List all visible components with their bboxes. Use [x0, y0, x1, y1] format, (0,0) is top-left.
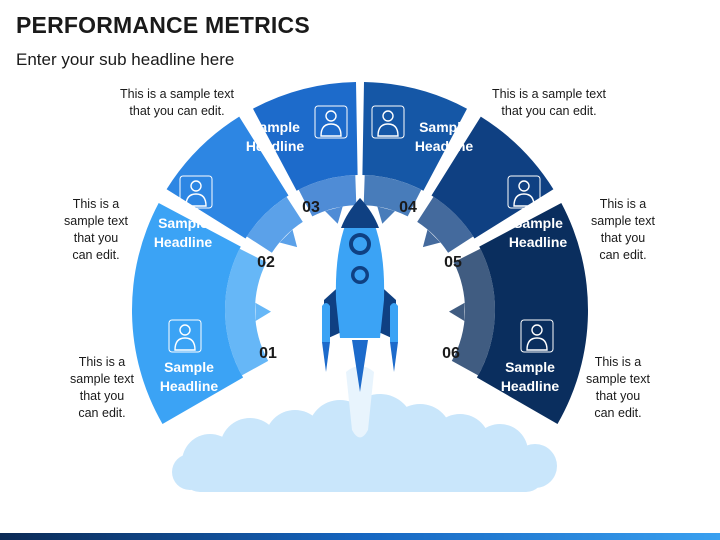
- segment-pointer: [377, 206, 395, 224]
- segment-06: [449, 203, 589, 424]
- side-note-line: that you can edit.: [501, 104, 597, 118]
- rocket-window-top-glass: [353, 237, 367, 251]
- segment-inner-strip: [451, 248, 496, 376]
- side-note-line: that you: [73, 231, 119, 245]
- side-note-line: sample text: [586, 372, 650, 386]
- side-note-line: This is a: [599, 197, 647, 211]
- side-note-02: This is a sample text that you can edit.: [48, 196, 144, 264]
- side-note-line: This is a: [78, 355, 126, 369]
- side-note-line: This is a: [594, 355, 642, 369]
- smoke-clouds: [172, 394, 557, 492]
- side-note-05: This is a sample text that you can edit.: [575, 196, 671, 264]
- booster-flame-left: [322, 342, 330, 372]
- side-note-line: sample text: [591, 214, 655, 228]
- segment-band: [362, 82, 467, 191]
- segment-headline-line1: Sample: [513, 215, 563, 231]
- side-note-line: This is a: [72, 197, 120, 211]
- segment-headline-line2: Headline: [154, 234, 213, 250]
- rocket-nose: [341, 198, 379, 228]
- side-note-line: that you can edit.: [129, 104, 225, 118]
- segment-headline-line1: Sample: [505, 359, 555, 375]
- rocket-illustration: [322, 198, 398, 438]
- segment-band: [253, 82, 358, 191]
- segment-number: 02: [257, 254, 275, 271]
- side-note-line: This is a sample text: [120, 87, 234, 101]
- rocket-booster-right: [390, 303, 398, 342]
- side-note-line: This is a sample text: [492, 87, 606, 101]
- side-note-03: This is a sample text that you can edit.: [92, 86, 262, 120]
- segment-headline-line1: Sample: [419, 119, 469, 135]
- segment-03: [253, 82, 358, 224]
- side-note-line: that you: [600, 231, 646, 245]
- people-gears-icon: [168, 319, 202, 353]
- segment-pointer: [449, 302, 465, 321]
- rocket-flame: [352, 340, 368, 392]
- rocket-exhaust: [346, 366, 374, 438]
- segment-headline-line2: Headline: [509, 234, 568, 250]
- page-subtitle: Enter your sub headline here: [16, 50, 235, 69]
- segment-01: [131, 203, 271, 424]
- side-note-04: This is a sample text that you can edit.: [464, 86, 634, 120]
- rocket-window-bottom-glass: [354, 269, 366, 281]
- side-note-line: can edit.: [594, 406, 642, 420]
- segment-headline-line1: Sample: [164, 359, 214, 375]
- rocket-person-icon: [371, 105, 405, 139]
- segment-04: [362, 82, 467, 224]
- segment-number: 03: [302, 199, 320, 216]
- page-title: PERFORMANCE METRICS: [16, 12, 310, 38]
- cloud-base: [182, 450, 544, 492]
- segment-inner-strip: [246, 196, 303, 253]
- segment-headline-line1: Sample: [250, 119, 300, 135]
- segment-headline-line2: Headline: [501, 378, 560, 394]
- side-note-line: can edit.: [599, 248, 647, 262]
- segment-pointer: [422, 229, 441, 248]
- segment-headline-line2: Headline: [246, 138, 305, 154]
- side-note-line: can edit.: [78, 406, 126, 420]
- side-note-line: can edit.: [72, 248, 120, 262]
- segment-number: 05: [444, 254, 462, 271]
- segment-inner-strip: [298, 175, 357, 217]
- segment-pointer: [325, 206, 343, 224]
- segment-inner-strip: [417, 196, 474, 253]
- segment-inner-strip: [363, 175, 422, 217]
- segment-icons: [168, 105, 554, 353]
- team-network-icon: [314, 105, 348, 139]
- segment-band: [131, 203, 244, 424]
- side-note-06: This is a sample text that you can edit.: [570, 354, 666, 422]
- segment-pointer: [279, 229, 298, 248]
- segment-number: 04: [399, 199, 417, 216]
- segment-number: 06: [442, 345, 460, 362]
- segment-inner-strip: [224, 248, 269, 376]
- segment-headline-line2: Headline: [160, 378, 219, 394]
- side-note-01: This is a sample text that you can edit.: [54, 354, 150, 422]
- rocket-booster-left: [322, 303, 330, 342]
- segment-headline-line1: Sample: [158, 215, 208, 231]
- bottom-accent-bar: [0, 533, 720, 540]
- side-note-line: sample text: [64, 214, 128, 228]
- cloud-monitors-icon: [507, 175, 541, 209]
- user-network-icon: [520, 319, 554, 353]
- booster-flame-right: [390, 342, 398, 372]
- segment-band: [476, 203, 589, 424]
- side-note-line: that you: [595, 389, 641, 403]
- segment-number: 01: [259, 345, 277, 362]
- presenter-board-icon: [179, 175, 213, 209]
- side-note-line: that you: [79, 389, 125, 403]
- side-note-line: sample text: [70, 372, 134, 386]
- segment-pointer: [255, 302, 271, 321]
- segment-headline-line2: Headline: [415, 138, 474, 154]
